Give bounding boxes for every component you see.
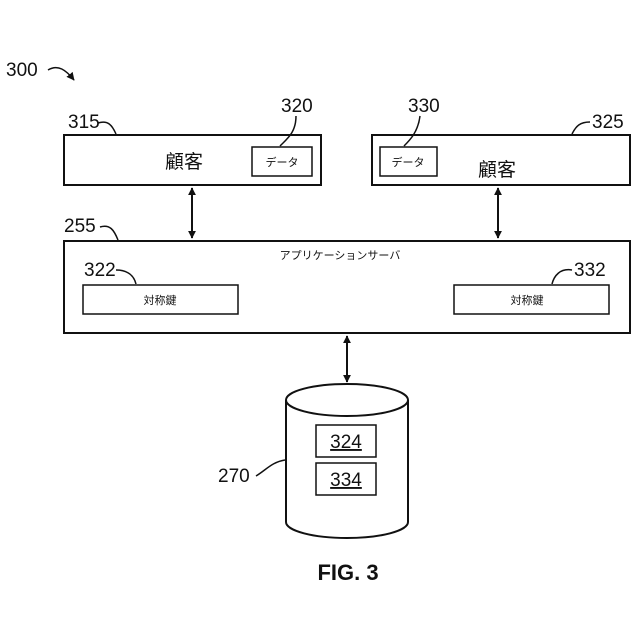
app-server-ref: 255 [64, 216, 96, 237]
figure-number-arrow [48, 68, 74, 80]
symmetric-key-right-label: 対称鍵 [511, 293, 544, 307]
customer-right-label: 顧客 [478, 159, 516, 181]
customer-left-ref: 315 [68, 112, 100, 133]
customer-right-ref: 325 [592, 112, 624, 133]
app-server-label: アプリケーションサーバ [280, 249, 401, 262]
app-server-leader [100, 226, 118, 240]
data-left-ref: 320 [281, 96, 313, 117]
symmetric-key-right-ref: 332 [574, 260, 606, 281]
database-ref: 270 [218, 466, 250, 487]
database-leader [256, 460, 285, 476]
symmetric-key-left-label: 対称鍵 [144, 293, 177, 307]
db-item-2-label: 334 [330, 470, 362, 491]
database-cylinder [286, 384, 408, 538]
data-right-ref: 330 [408, 96, 440, 117]
customer-left-label: 顧客 [165, 151, 203, 173]
customer-right-leader [572, 122, 590, 134]
symmetric-key-left-ref: 322 [84, 260, 116, 281]
data-right-label: データ [392, 155, 425, 169]
db-item-1-label: 324 [330, 432, 362, 453]
database-top [286, 384, 408, 416]
figure-number-label: 300 [6, 60, 38, 81]
figure-caption: FIG. 3 [317, 560, 378, 585]
customer-left-leader [98, 122, 116, 134]
data-left-label: データ [266, 155, 299, 169]
